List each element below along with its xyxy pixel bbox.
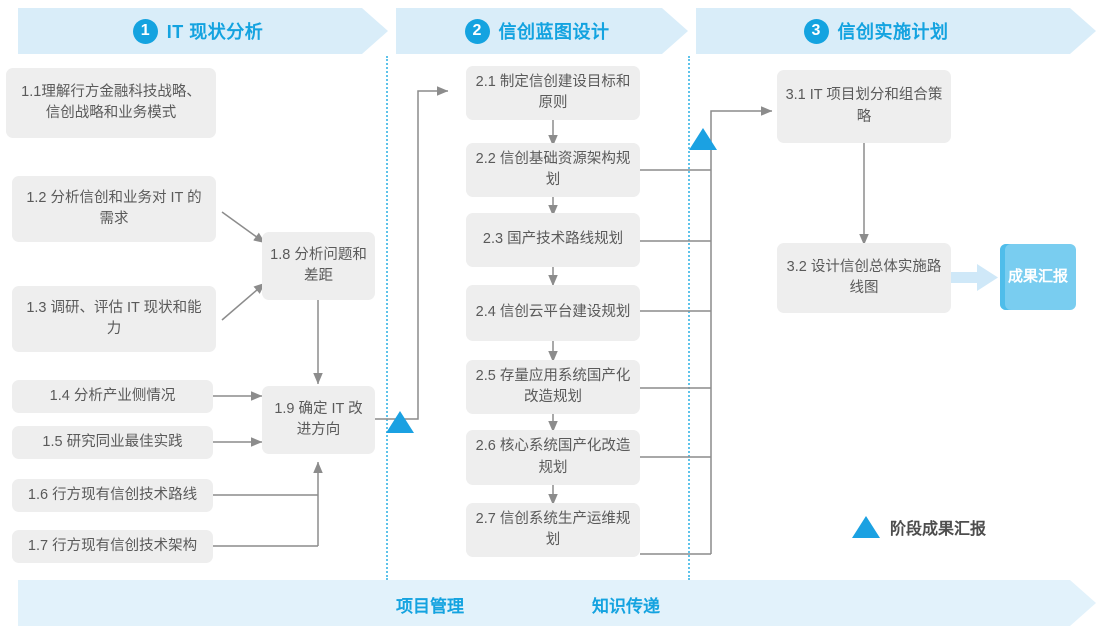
phase-title-1: IT 现状分析: [166, 22, 264, 42]
phase-separator-2-3: [688, 56, 690, 580]
milestone-triangle-phase2: [689, 128, 717, 150]
phase-number-badge-1: 1: [132, 18, 158, 44]
task-box-3-2[interactable]: 3.2 设计信创总体实施路线图: [777, 243, 951, 313]
task-box-1-2[interactable]: 1.2 分析信创和业务对 IT 的需求: [12, 176, 216, 242]
task-box-1-9[interactable]: 1.9 确定 IT 改进方向: [262, 386, 375, 454]
result-report-chip[interactable]: 成果汇报: [1000, 244, 1076, 310]
task-box-2-1[interactable]: 2.1 制定信创建设目标和原则: [466, 66, 640, 120]
phase-header-2[interactable]: 2 信创蓝图设计: [396, 8, 678, 54]
bottom-label-project-management[interactable]: 项目管理: [396, 597, 464, 616]
task-box-2-6[interactable]: 2.6 核心系统国产化改造规划: [466, 430, 640, 485]
phase-header-1[interactable]: 1 IT 现状分析: [18, 8, 378, 54]
triangle-milestone-icon: [852, 516, 880, 538]
bottom-swimlane-band: [18, 580, 1096, 626]
phase-number-badge-3: 3: [803, 18, 829, 44]
task-box-1-5[interactable]: 1.5 研究同业最佳实践: [12, 426, 213, 459]
legend-milestone: 阶段成果汇报: [852, 515, 986, 539]
phase-title-2: 信创蓝图设计: [498, 22, 610, 42]
task-box-2-7[interactable]: 2.7 信创系统生产运维规划: [466, 503, 640, 557]
task-box-1-7[interactable]: 1.7 行方现有信创技术架构: [12, 530, 213, 563]
task-box-1-3[interactable]: 1.3 调研、评估 IT 现状和能力: [12, 286, 216, 352]
task-box-3-1[interactable]: 3.1 IT 项目划分和组合策略: [777, 70, 951, 143]
task-box-1-4[interactable]: 1.4 分析产业侧情况: [12, 380, 213, 413]
phase-separator-1-2: [386, 56, 388, 580]
phase-number-badge-2: 2: [464, 18, 490, 44]
task-box-2-2[interactable]: 2.2 信创基础资源架构规划: [466, 143, 640, 197]
phase-header-3[interactable]: 3 信创实施计划: [696, 8, 1056, 54]
task-box-1-8[interactable]: 1.8 分析问题和差距: [262, 232, 375, 300]
milestone-triangle-phase1: [386, 411, 414, 433]
phase-segment-3: [696, 8, 1096, 54]
legend-milestone-label: 阶段成果汇报: [890, 521, 987, 538]
task-box-1-6[interactable]: 1.6 行方现有信创技术路线: [12, 479, 213, 512]
bottom-label-knowledge-transfer[interactable]: 知识传递: [592, 597, 660, 616]
phase-segment-2: [396, 8, 688, 54]
task-box-1-1[interactable]: 1.1理解行方金融科技战略、信创战略和业务模式: [6, 68, 216, 138]
task-box-2-3[interactable]: 2.3 国产技术路线规划: [466, 213, 640, 267]
phase-header-band: 1 IT 现状分析 2 信创蓝图设计 3 信创实施计划: [0, 8, 1115, 54]
task-box-2-4[interactable]: 2.4 信创云平台建设规划: [466, 285, 640, 341]
phase-segment-1: [18, 8, 388, 54]
task-box-2-5[interactable]: 2.5 存量应用系统国产化改造规划: [466, 360, 640, 414]
phase-title-3: 信创实施计划: [837, 22, 949, 42]
